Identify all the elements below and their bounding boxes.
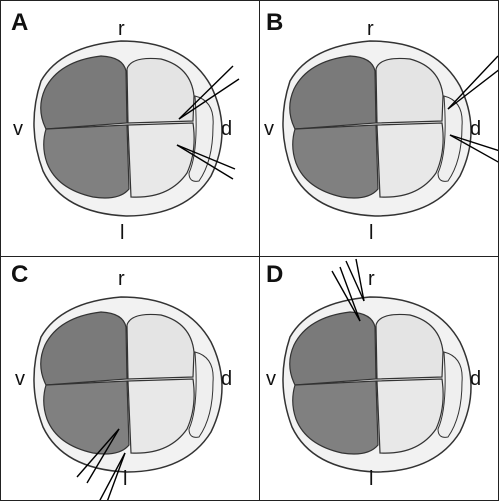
panel-b-axis-top: r <box>367 19 374 39</box>
panel-c: C r v d l <box>0 256 260 501</box>
panel-a-axis-left: v <box>13 119 23 139</box>
panel-b-axis-right: d <box>470 119 481 139</box>
panel-a-label: A <box>11 11 28 35</box>
panel-d-label: D <box>266 263 283 287</box>
panel-d-axis-bottom: l <box>369 469 373 489</box>
panel-b: B r v d l <box>259 0 499 257</box>
panel-c-axis-right: d <box>221 369 232 389</box>
embryo-b <box>260 1 499 257</box>
panel-a-axis-right: d <box>221 119 232 139</box>
panel-d-axis-top: r <box>368 269 375 289</box>
panel-b-axis-left: v <box>264 119 274 139</box>
panel-a-axis-bottom: l <box>120 223 124 243</box>
embryo-d <box>260 257 499 501</box>
panel-d-axis-right: d <box>470 369 481 389</box>
panel-b-label: B <box>266 11 283 35</box>
panel-a-axis-top: r <box>118 19 125 39</box>
panel-c-label: C <box>11 263 28 287</box>
panel-a: A r v d l <box>0 0 260 257</box>
embryo-d-needle-3 <box>346 261 364 301</box>
panel-c-axis-bottom: l <box>123 469 127 489</box>
embryo-d-needle-4 <box>356 259 364 301</box>
panel-d: D r v d l <box>259 256 499 501</box>
panel-c-axis-left: v <box>15 369 25 389</box>
panel-d-axis-left: v <box>266 369 276 389</box>
panel-b-axis-bottom: l <box>369 223 373 243</box>
panel-c-axis-top: r <box>118 269 125 289</box>
